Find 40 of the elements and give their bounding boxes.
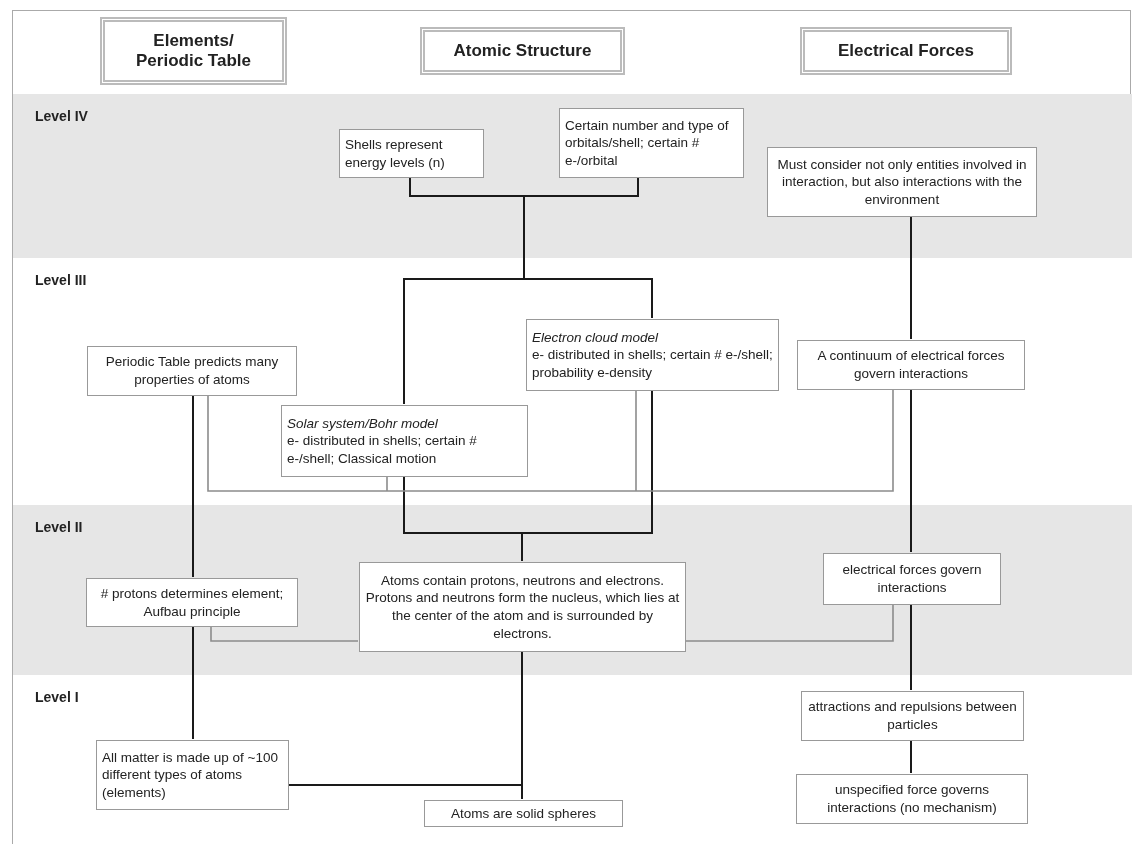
level-label: Level IV [35, 108, 88, 124]
column-header: Electrical Forces [800, 27, 1012, 75]
column-header: Elements/ Periodic Table [100, 17, 287, 85]
concept-box: A continuum of electrical forces govern interactions [797, 340, 1025, 390]
concept-box: All matter is made up of ~100 different types of atoms (elements) [96, 740, 289, 810]
concept-box [526, 319, 779, 391]
concept-box: Atoms are solid spheres [424, 800, 623, 827]
concept-box [281, 405, 528, 477]
concept-box: # protons determines element; Aufbau principle [86, 578, 298, 627]
concept-box: Must consider not only entities involved in interaction, but also interactions with the environment [767, 147, 1037, 217]
connector-line [910, 388, 912, 553]
concept-box: Periodic Table predicts many properties of atoms [87, 346, 297, 396]
level-band [13, 505, 1132, 675]
concept-box: electrical forces govern interactions [823, 553, 1001, 605]
concept-box: attractions and repulsions between particles [801, 691, 1024, 741]
concept-box: Shells represent energy levels (n) [339, 129, 484, 178]
connector-line [207, 388, 894, 492]
level-label: Level II [35, 519, 83, 535]
concept-box: unspecified force governs interactions (no mechanism) [796, 774, 1028, 824]
connector-line [910, 215, 912, 340]
connector-line [210, 625, 359, 642]
concept-box: Certain number and type of orbitals/shell; certain # e-/orbital [559, 108, 744, 178]
connector-line [287, 650, 523, 800]
connector-line [403, 389, 653, 562]
concept-box: Atoms contain protons, neutrons and electrons. Protons and neutrons form the nucleus, which lies at the center of the atom and is surrounded by electrons. [359, 562, 686, 652]
model-description: e- distributed in shells; certain # e-/shell; probability e-density [532, 346, 773, 382]
connector-line [684, 603, 894, 642]
connector-line [192, 394, 194, 578]
model-heading: Solar system/Bohr model [287, 414, 439, 433]
level-label: Level I [35, 689, 79, 705]
connector-line [910, 603, 912, 691]
level-label: Level III [35, 272, 87, 288]
level-band [13, 675, 1132, 845]
model-heading: Electron cloud model [532, 328, 660, 347]
level-band [13, 94, 1132, 258]
column-header: Atomic Structure [420, 27, 625, 75]
connector-line [192, 625, 194, 740]
connector-line [403, 176, 653, 405]
model-description: e- distributed in shells; certain # e-/shell; Classical motion [287, 432, 478, 468]
connector-line [910, 739, 912, 774]
